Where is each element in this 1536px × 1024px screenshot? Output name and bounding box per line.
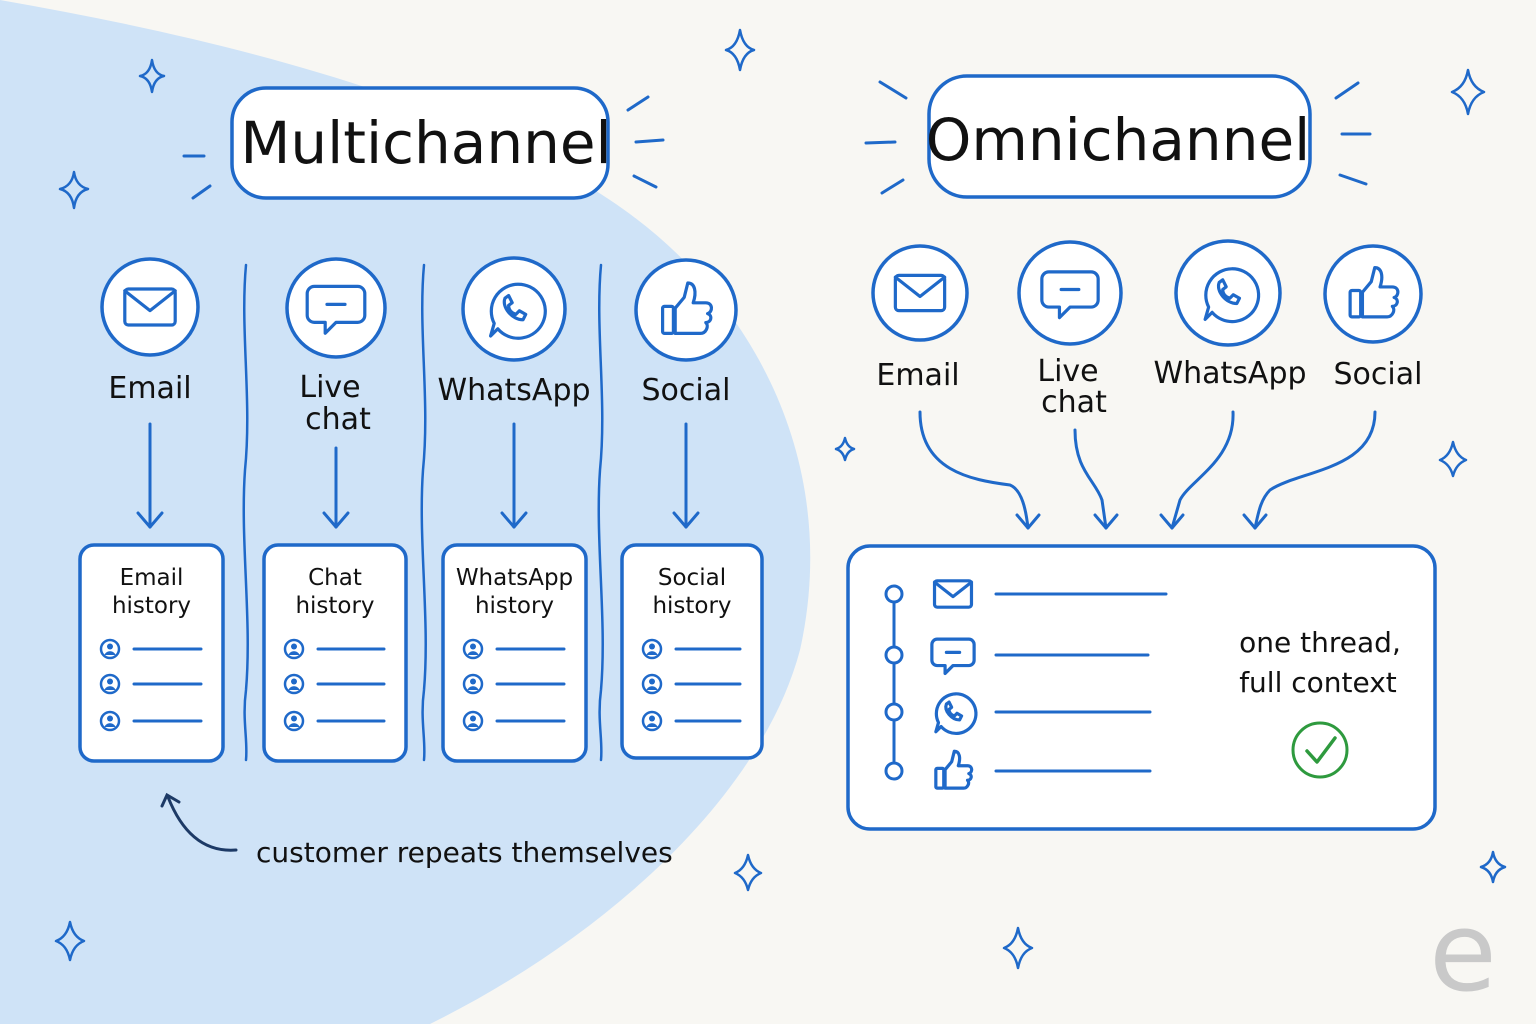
sparkle-icon — [54, 920, 86, 962]
email-icon — [100, 257, 200, 357]
repeat-note-text: customer repeats themselves — [256, 836, 673, 869]
timeline-node — [884, 645, 904, 665]
multichannel-columns: EmailEmailhistoryLivechatChathistoryWhat… — [78, 256, 764, 763]
history-card-title: WhatsApp — [456, 565, 573, 591]
omnichannel-title-badge: Omnichannel — [864, 74, 1372, 199]
arrow-down-icon — [672, 422, 700, 529]
user-icon — [283, 638, 305, 660]
sparkle-icon — [138, 58, 166, 94]
history-card-title: history — [652, 593, 731, 619]
curved-arrow-icon — [918, 410, 1041, 530]
user-icon — [99, 710, 121, 732]
whatsapp-icon — [461, 256, 567, 362]
multichannel-title-badge: Multichannel — [182, 86, 665, 200]
channel-label: chat — [305, 402, 371, 437]
channel-label: chat — [1041, 385, 1107, 420]
channel-label: Live — [1037, 354, 1098, 389]
timeline-node — [884, 702, 904, 722]
thumbs-up-icon — [934, 749, 974, 790]
thread-row — [884, 579, 1168, 609]
history-card-title: Social — [658, 565, 726, 591]
repeat-note: customer repeats themselves — [160, 792, 673, 869]
channel-label: Social — [1334, 357, 1423, 392]
user-icon — [641, 673, 663, 695]
channel-label: WhatsApp — [437, 373, 590, 408]
user-icon — [99, 638, 121, 660]
whatsapp-icon — [934, 692, 978, 736]
channel-label: Live — [299, 370, 360, 405]
omnichannel-channel: Social — [1242, 244, 1423, 530]
sparkle-icon — [1450, 68, 1486, 116]
user-icon — [462, 710, 484, 732]
user-icon — [641, 710, 663, 732]
history-card-title: Email — [120, 565, 184, 591]
timeline-node — [884, 761, 904, 781]
sparkle-icon — [724, 28, 756, 72]
multichannel-title: Multichannel — [240, 109, 611, 177]
sparkle-icon — [1002, 926, 1034, 970]
omnichannel-title: Omnichannel — [926, 106, 1311, 174]
sparkle-icon — [1479, 850, 1507, 884]
user-icon — [283, 710, 305, 732]
channel-dividers — [242, 263, 604, 762]
user-icon — [462, 673, 484, 695]
history-card-title: history — [295, 593, 374, 619]
omnichannel-channel: WhatsApp — [1153, 239, 1307, 530]
sparkle-icon — [834, 436, 856, 462]
channel-label: WhatsApp — [1153, 356, 1306, 391]
thread-row — [884, 749, 1152, 790]
history-card-title: history — [112, 593, 191, 619]
sparkle-icon — [733, 853, 763, 892]
sparkle-icon — [58, 170, 90, 210]
curved-arrow-icon — [1242, 410, 1377, 530]
curved-arrow-icon — [1073, 428, 1119, 530]
user-icon — [462, 638, 484, 660]
whatsapp-icon — [1174, 239, 1282, 347]
sparkle-icon — [1438, 440, 1468, 478]
thread-row — [884, 637, 1150, 676]
channel-label: Social — [642, 373, 731, 408]
timeline-node — [884, 584, 904, 604]
unified-thread-panel: one thread, full context — [846, 544, 1437, 831]
user-icon — [283, 673, 305, 695]
multichannel-background-blob — [0, 0, 811, 1024]
user-icon — [641, 638, 663, 660]
channel-label: Email — [876, 358, 959, 393]
arrow-down-icon — [322, 446, 350, 529]
curved-arrow-icon — [1159, 410, 1235, 530]
sparkles — [54, 28, 1507, 970]
brand-logo: e — [1429, 888, 1497, 1016]
chat-icon — [1017, 240, 1123, 346]
arrow-down-icon — [500, 422, 528, 529]
history-card-title: history — [475, 593, 554, 619]
thread-row — [884, 692, 1152, 736]
thumbs-up-icon — [1323, 244, 1423, 344]
user-icon — [99, 673, 121, 695]
arrow-down-icon — [136, 422, 164, 529]
email-icon — [871, 244, 969, 342]
thumbs-up-icon — [634, 258, 738, 362]
channel-label: Email — [108, 371, 191, 406]
omnichannel-channel: Email — [871, 244, 1041, 530]
thread-note-line-1: one thread, — [1239, 626, 1401, 659]
history-card-title: Chat — [308, 565, 362, 591]
email-icon — [932, 579, 974, 609]
chat-icon — [930, 637, 976, 676]
checkmark-icon — [1291, 721, 1349, 779]
thread-note-line-2: full context — [1239, 666, 1397, 699]
chat-icon — [285, 257, 387, 359]
